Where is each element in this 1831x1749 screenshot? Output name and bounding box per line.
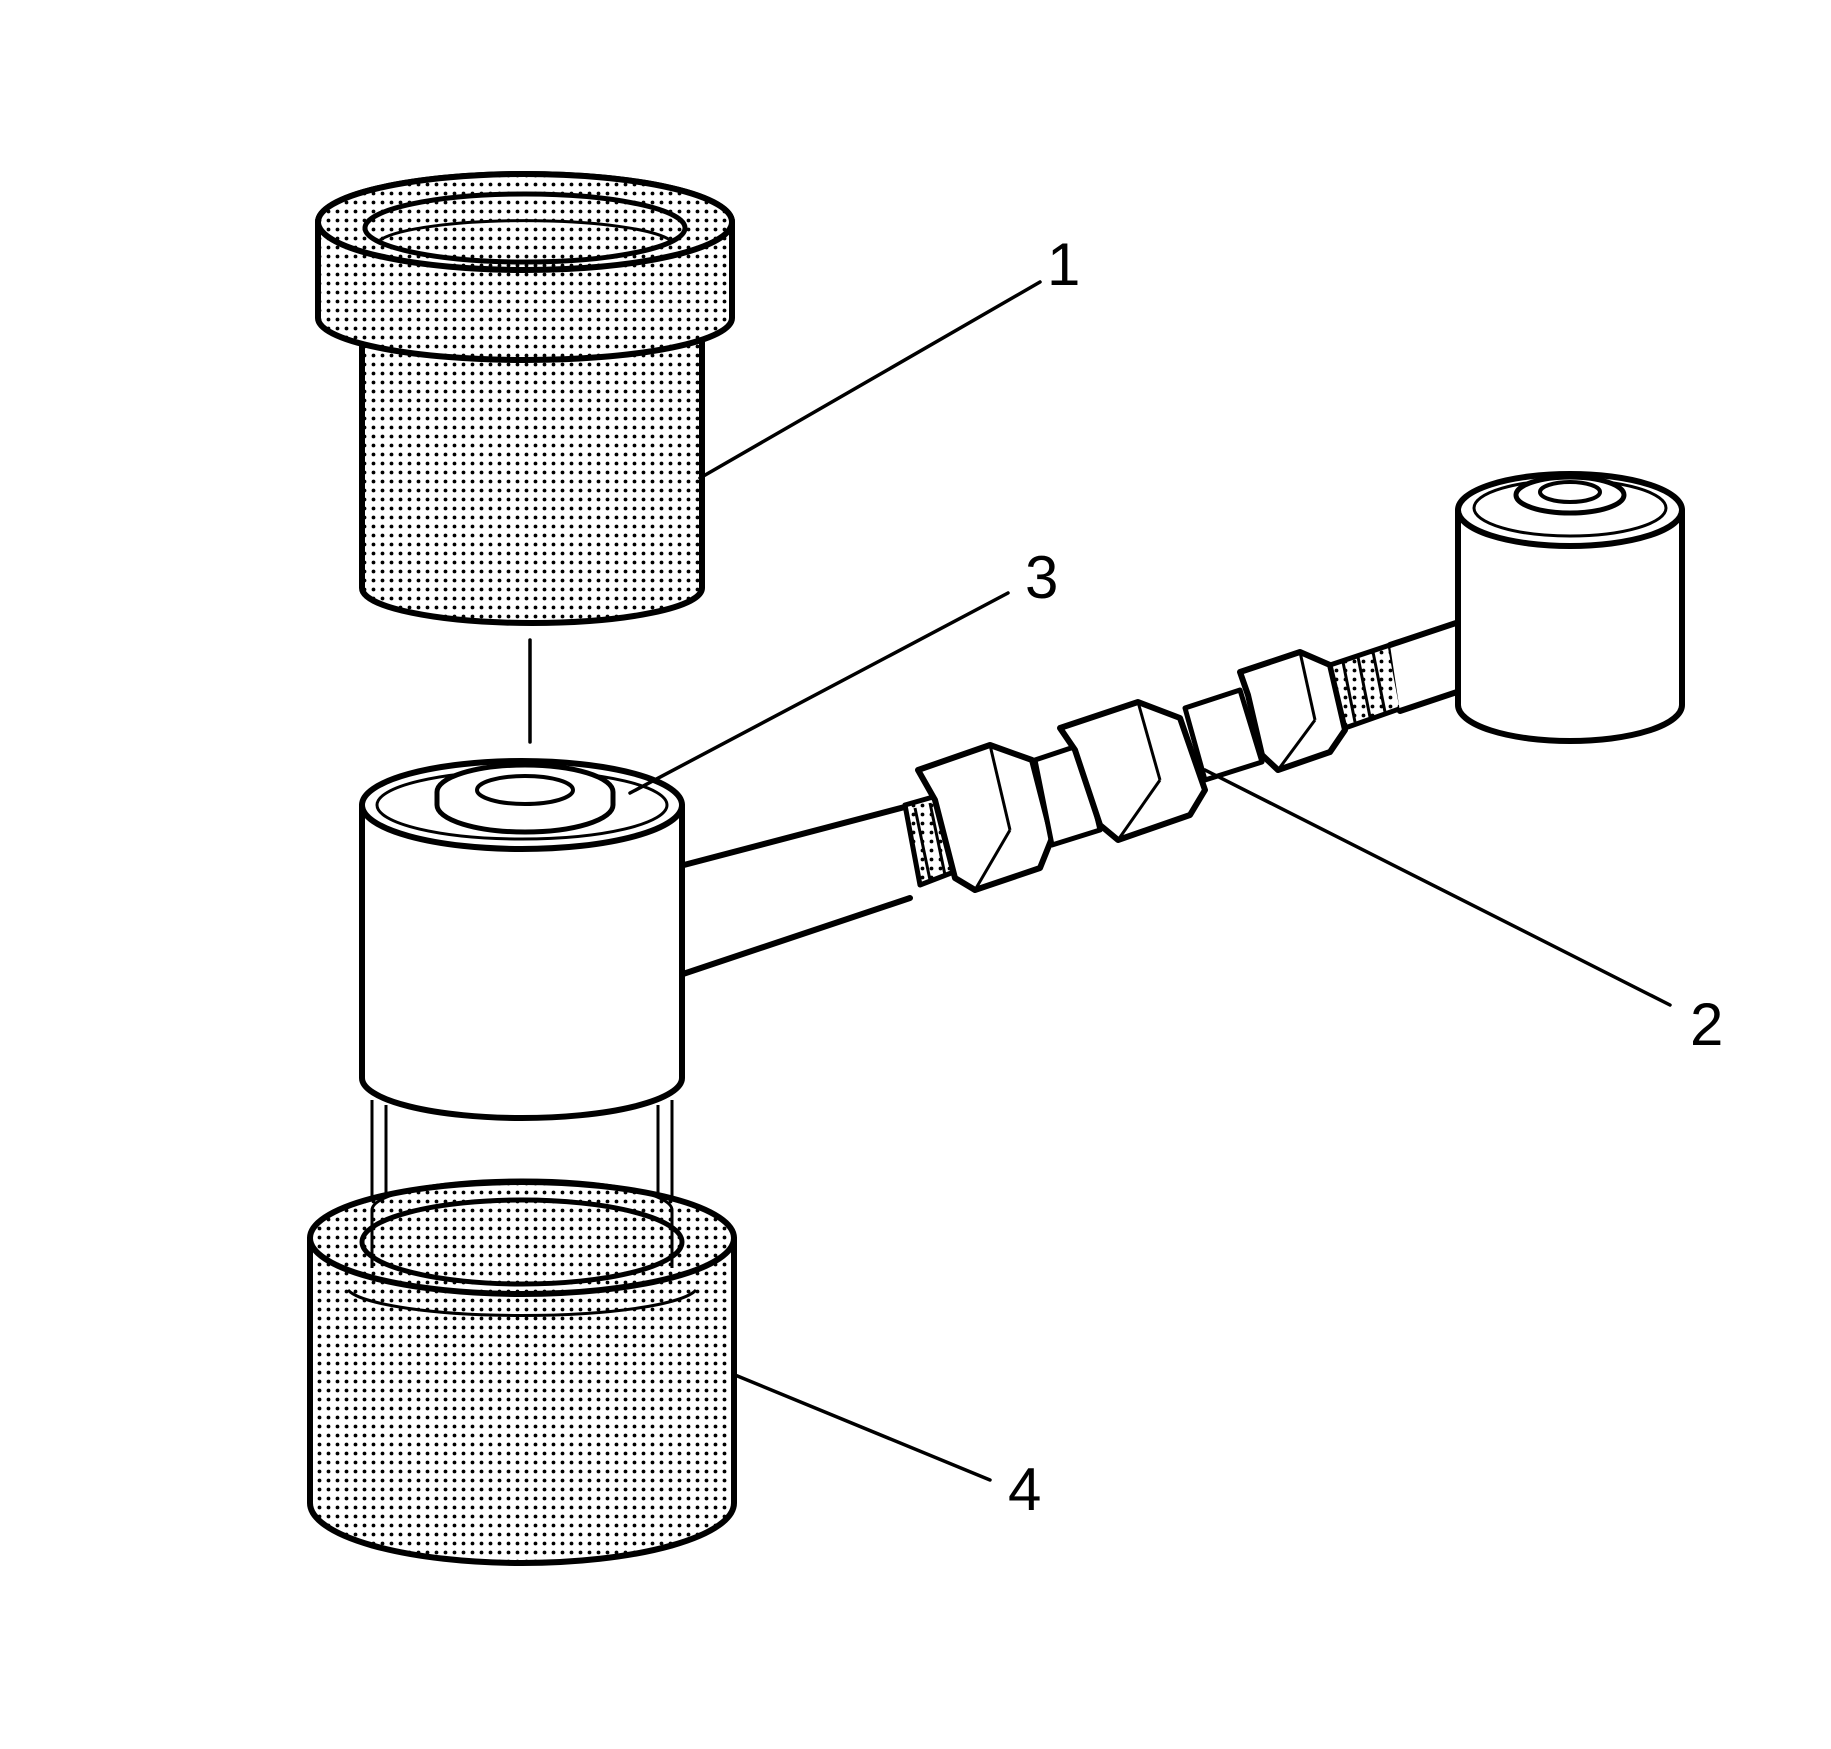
callout-1: 1 bbox=[1047, 231, 1080, 298]
threaded-nipple-right bbox=[1327, 642, 1405, 731]
callout-3: 3 bbox=[1025, 544, 1058, 611]
receiver-cup-top bbox=[315, 171, 735, 626]
leader-line-2 bbox=[1203, 768, 1672, 1007]
leader-line-1 bbox=[698, 280, 1042, 480]
hydraulic-pump bbox=[1455, 471, 1685, 744]
hex-coupler-middle bbox=[1057, 699, 1208, 843]
hex-coupler-right bbox=[1237, 649, 1348, 773]
callout-2: 2 bbox=[1690, 991, 1723, 1058]
receiver-cup-top-body bbox=[359, 337, 705, 626]
hose bbox=[680, 803, 920, 975]
receiver-cup-bottom-bore bbox=[359, 1197, 685, 1287]
receiver-cup-bottom-body bbox=[307, 1235, 737, 1566]
hydraulic-cylinder bbox=[359, 758, 685, 1121]
hydraulic-cylinder-body bbox=[359, 802, 685, 1121]
callout-4: 4 bbox=[1008, 1456, 1041, 1523]
pipe-segment-right bbox=[1182, 687, 1265, 783]
receiver-cup-top-bore bbox=[362, 191, 688, 265]
receiver-cup-bottom bbox=[307, 1178, 737, 1566]
leader-line-4 bbox=[733, 1373, 992, 1482]
leader-line-3 bbox=[628, 591, 1010, 795]
hydraulic-hose-assembly bbox=[677, 608, 1511, 978]
hex-coupler-left bbox=[915, 742, 1055, 893]
